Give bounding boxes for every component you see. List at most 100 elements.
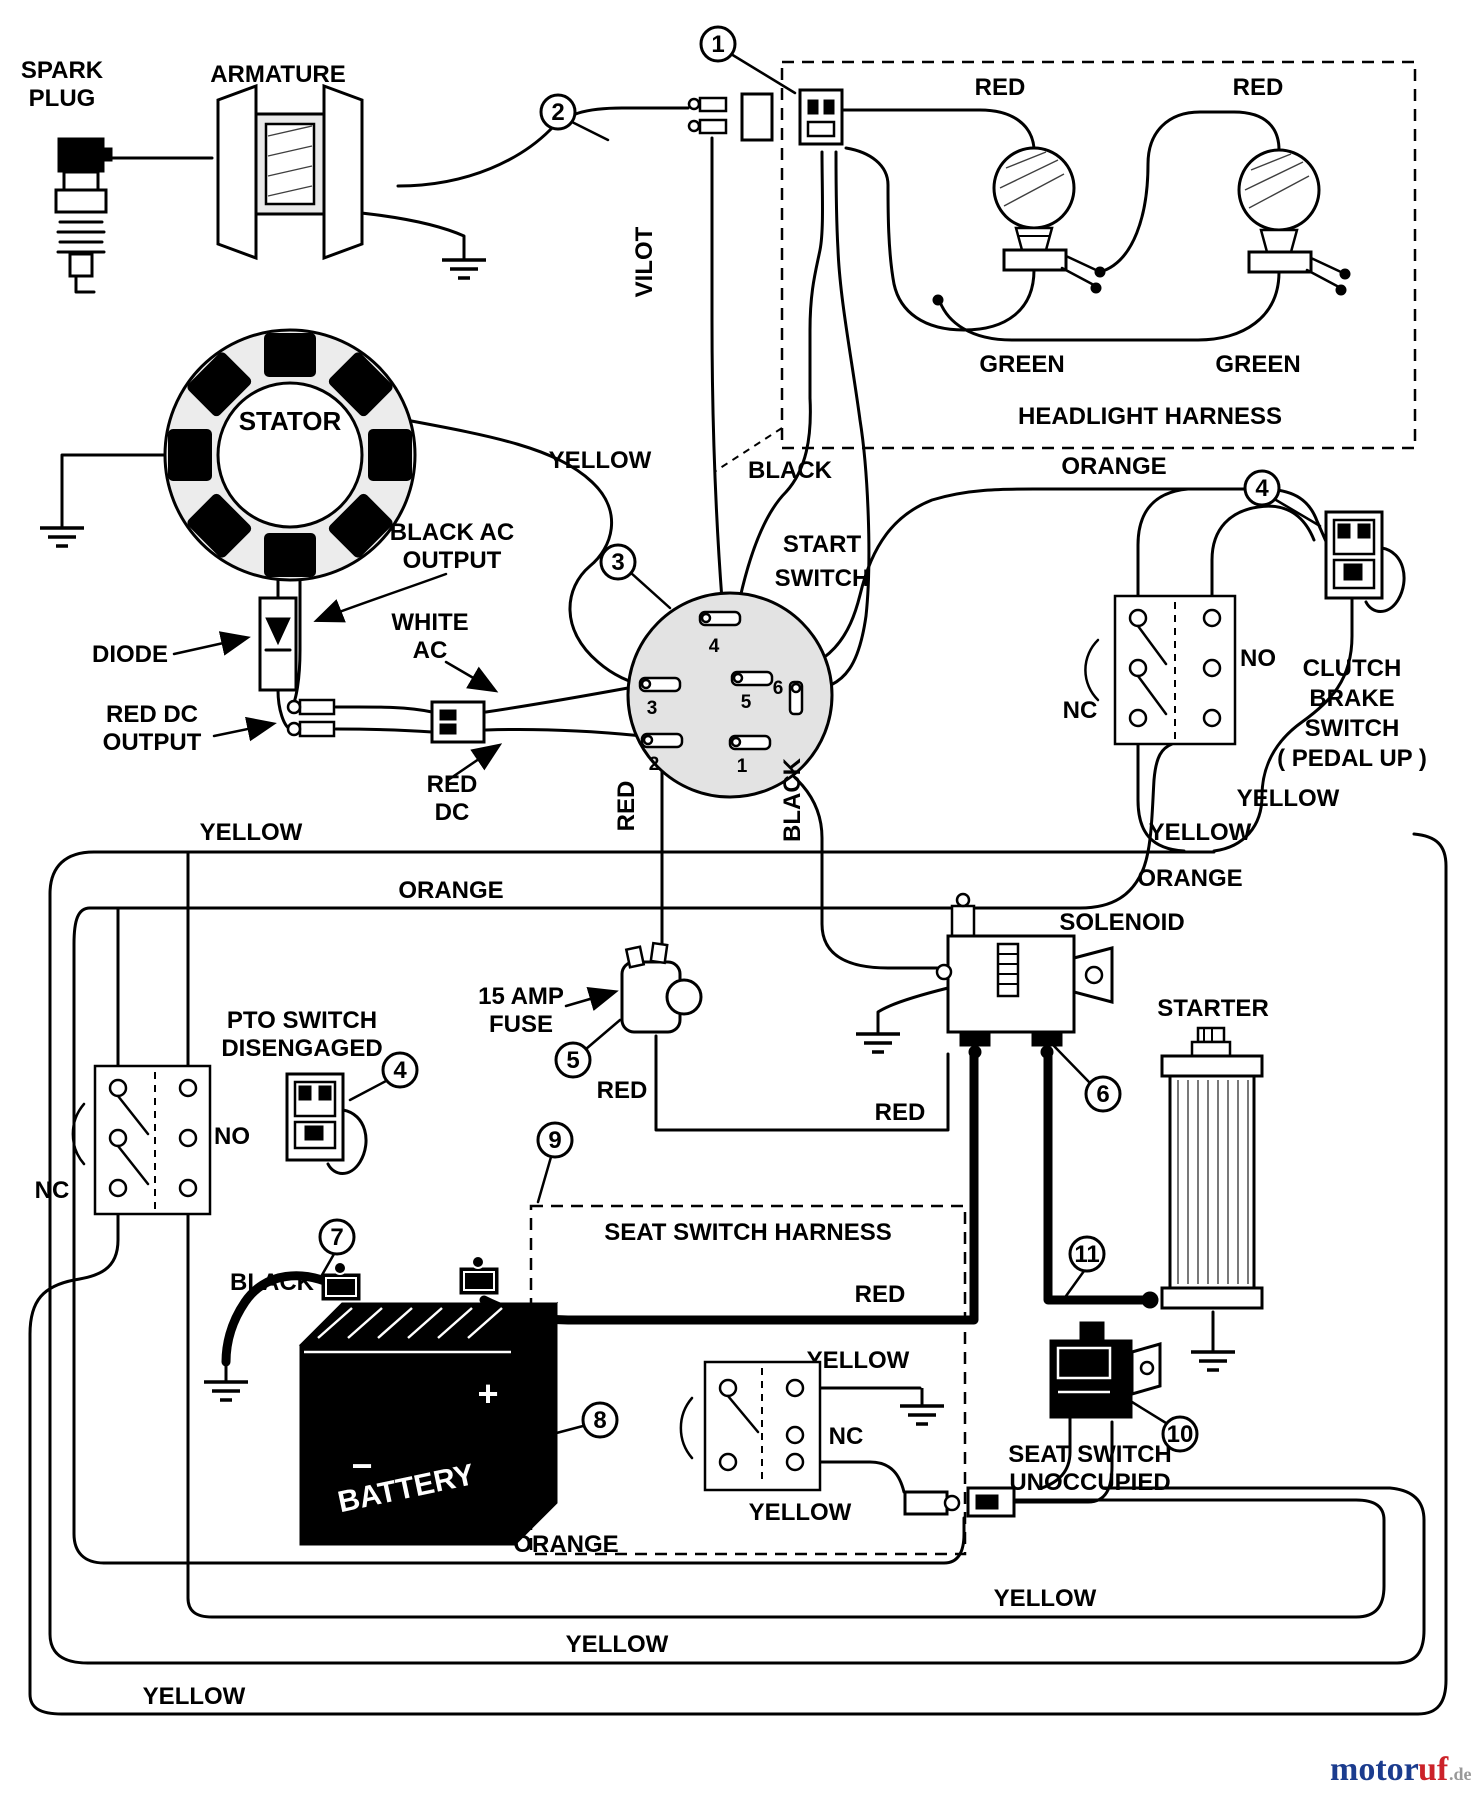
callout-2: 2 [551, 99, 564, 126]
wire-label-yellow-r2: YELLOW [1149, 819, 1252, 846]
wire-green-left [844, 146, 1036, 332]
wire-green-right [938, 270, 1281, 342]
dc-connectors [286, 698, 486, 744]
black-ac-label-2: OUTPUT [403, 547, 502, 574]
wire-label-yellow-top: YELLOW [549, 447, 652, 474]
stator: STATOR [163, 328, 417, 582]
callout-7: 7 [330, 1224, 343, 1251]
wire-label-red-battery: RED [855, 1281, 906, 1308]
cable-starter [1043, 1047, 1149, 1305]
callout-5: 5 [566, 1047, 579, 1074]
wire-label-yellow-seat2: YELLOW [749, 1499, 852, 1526]
start-switch: 4 3 5 6 2 1 START SWITCH [626, 531, 870, 799]
wire-label-red-mid: RED [875, 1099, 926, 1126]
pin-6: 6 [773, 678, 784, 699]
spark-plug: SPARK PLUG [21, 57, 113, 294]
callout-4a: 4 [1255, 475, 1269, 502]
wire-violet [710, 136, 724, 602]
callout-1: 1 [711, 31, 724, 58]
callout-11: 11 [1074, 1241, 1099, 1268]
diode-label: DIODE [92, 641, 168, 668]
seat-nc-label: NC [829, 1423, 864, 1450]
top-connectors [687, 88, 844, 146]
output-labels: BLACK AC OUTPUT RED DC OUTPUT WHITE AC R… [103, 519, 515, 826]
wire-label-yellow-r1: YELLOW [1237, 785, 1340, 812]
wire-black-up1 [738, 150, 824, 600]
wire-label-black-battery: BLACK [230, 1269, 315, 1296]
callout-4b: 4 [393, 1057, 407, 1084]
cable-battery-black [221, 1271, 349, 1367]
battery-minus: − [351, 1445, 372, 1486]
pto-no-label: NO [214, 1123, 250, 1150]
clutch-label-2: BRAKE [1309, 685, 1394, 712]
seat-switch-label-1: SEAT SWITCH [1008, 1441, 1172, 1468]
white-ac-label-2: AC [413, 637, 448, 664]
headlight-harness-label: HEADLIGHT HARNESS [1018, 403, 1282, 430]
red-dc-label-2: DC [435, 799, 470, 826]
white-ac-label-1: WHITE [391, 609, 468, 636]
wire-label-green-1: GREEN [979, 351, 1064, 378]
wire-label-yellow-b3: YELLOW [143, 1683, 246, 1710]
clutch-label-1: CLUTCH [1303, 655, 1402, 682]
pin-1: 1 [737, 756, 748, 777]
solenoid-label: SOLENOID [1059, 909, 1184, 936]
wire-label-black-top: BLACK [748, 457, 833, 484]
watermark: motor uf .de [1330, 1751, 1472, 1788]
wire-label-vilot: VILOT [631, 226, 658, 297]
pto-connector [285, 1072, 368, 1175]
headlight-harness: RED RED GREEN GREEN HEADLIGHT HARNESS [713, 60, 1417, 473]
fuse-label-2: FUSE [489, 1011, 553, 1038]
wire-label-green-2: GREEN [1215, 351, 1300, 378]
seat-connector-pair [903, 1486, 1016, 1518]
wire-label-orange-left: ORANGE [398, 877, 503, 904]
pto-nc-label: NC [35, 1177, 70, 1204]
battery: + − BATTERY [298, 1255, 559, 1547]
seat-switch-label-2: UNOCCUPIED [1009, 1469, 1170, 1496]
armature-label: ARMATURE [210, 61, 346, 88]
pto-label-2: DISENGAGED [221, 1035, 382, 1062]
starter: STARTER [1141, 995, 1269, 1310]
solenoid: SOLENOID [935, 892, 1185, 1059]
diode: DIODE [92, 596, 298, 692]
wire-label-red-vert: RED [613, 781, 640, 832]
black-ac-label-1: BLACK AC [390, 519, 514, 546]
clutch-no-label: NO [1240, 645, 1276, 672]
pto-label-1: PTO SWITCH [227, 1007, 377, 1034]
wire-orange-top [770, 487, 1180, 680]
wire-yellow-bottom2 [28, 832, 1448, 1716]
watermark-de: .de [1449, 1764, 1472, 1784]
wire-label-red-fuse: RED [597, 1077, 648, 1104]
callout-9: 9 [548, 1127, 561, 1154]
wire-label-yellow-seat1: YELLOW [807, 1347, 910, 1374]
wire-label-black-vert: BLACK [779, 757, 806, 842]
callout-6: 6 [1096, 1081, 1109, 1108]
wire-yellow-stator [404, 418, 646, 688]
pin-4: 4 [709, 636, 720, 657]
seat-switch-harness: SEAT SWITCH HARNESS NC [529, 1204, 967, 1556]
wire-red-fuse-out [654, 1034, 950, 1132]
wire-label-orange-mid: ORANGE [1137, 865, 1242, 892]
callout-3: 3 [611, 549, 624, 576]
watermark-uf: uf [1418, 1751, 1449, 1788]
wire-label-red-2: RED [1233, 74, 1284, 101]
wire-yellow-bottom1 [86, 1486, 1426, 1665]
wire-yellow-clutch [1212, 598, 1354, 853]
wire-black-up2 [804, 150, 871, 692]
red-dc-output-label-1: RED DC [106, 701, 198, 728]
clutch-brake-switch: NO NC CLUTCH BRAKE SWITCH ( PEDAL UP ) [1063, 510, 1427, 772]
fuse-label-1: 15 AMP [478, 983, 564, 1010]
callouts: 1 2 3 4 4 5 6 7 8 9 10 11 [316, 25, 1322, 1453]
pto-switch: NO NC PTO SWITCH DISENGAGED [35, 1007, 383, 1216]
start-switch-label-2: SWITCH [775, 565, 870, 592]
headlight-bulb-left [992, 146, 1076, 230]
clutch-connector [1324, 510, 1406, 613]
wire-yellow-bottom3 [186, 1194, 1386, 1619]
stator-label: STATOR [239, 406, 342, 436]
pin-5: 5 [741, 692, 752, 713]
clutch-nc-label: NC [1063, 697, 1098, 724]
fuse: 15 AMP FUSE [478, 941, 703, 1038]
seat-harness-label: SEAT SWITCH HARNESS [604, 1219, 892, 1246]
spark-plug-label-1: SPARK [21, 57, 104, 84]
wire-label-yellow-b1: YELLOW [994, 1585, 1097, 1612]
